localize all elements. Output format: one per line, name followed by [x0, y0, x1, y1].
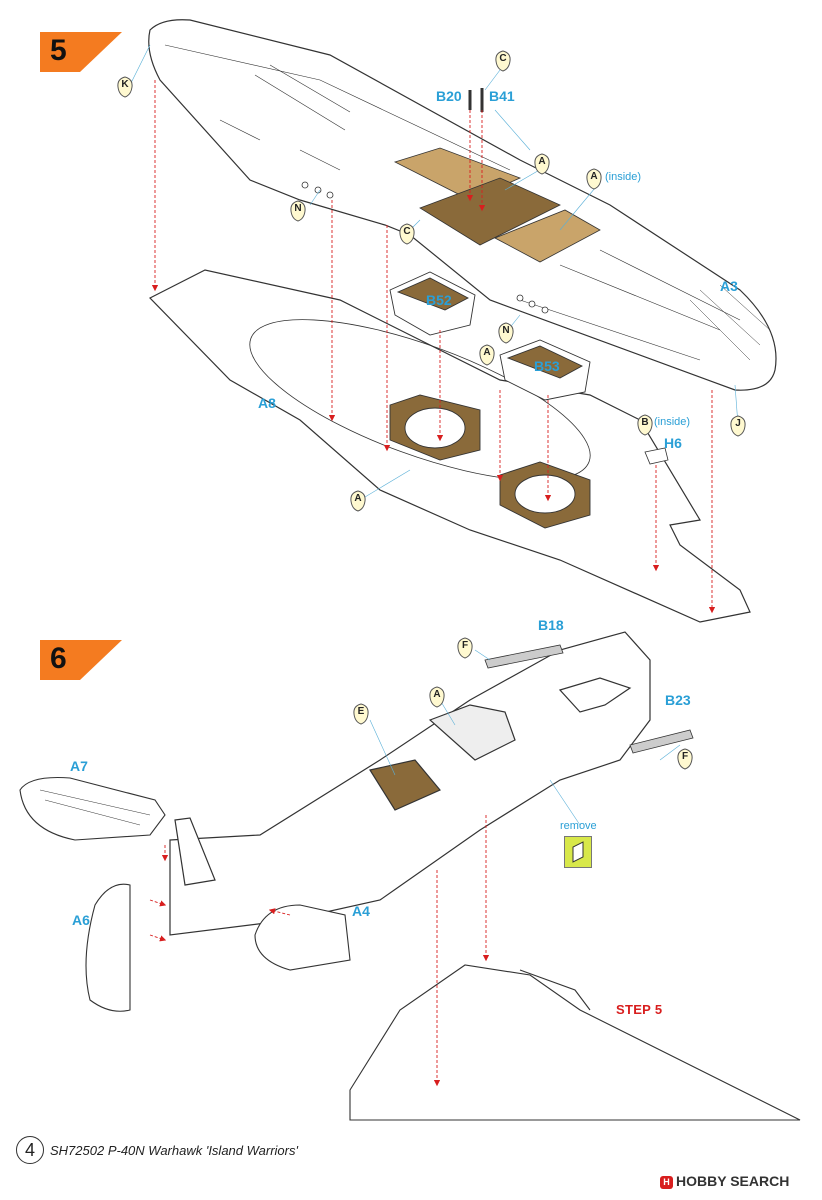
part-label-b53: B53 — [534, 358, 560, 374]
paint-code: A — [354, 493, 362, 504]
cut-mark-icon — [572, 841, 584, 863]
paint-callout-icon: F — [456, 637, 474, 659]
inside-note: (inside) — [605, 171, 642, 183]
paint-callout-icon: K — [116, 76, 134, 98]
part-label-b52: B52 — [426, 292, 452, 308]
paint-code: J — [735, 418, 741, 429]
step-badge-shape — [40, 640, 122, 680]
remove-note: remove — [560, 820, 597, 832]
part-label-b20: B20 — [436, 88, 462, 104]
paint-code: B — [641, 417, 649, 428]
paint-code: A — [538, 156, 546, 167]
inside-note: (inside) — [654, 416, 691, 428]
paint-code: C — [403, 226, 411, 237]
horizontal-stabilizer-a7 — [19, 776, 166, 841]
exhaust-parts — [484, 644, 694, 754]
hobby-search-logo-icon: H — [660, 1176, 673, 1189]
paint-code: N — [502, 325, 510, 336]
horizontal-stabilizer-a4 — [254, 904, 351, 971]
watermark-text: HOBBY SEARCH — [676, 1173, 790, 1189]
wheel-well-parts — [389, 271, 591, 529]
paint-callout-icon: N — [497, 322, 515, 344]
step-badge-shape — [40, 32, 122, 72]
part-label-a8: A8 — [258, 395, 276, 411]
step-number: 5 — [50, 34, 67, 67]
paint-code: N — [294, 203, 302, 214]
paint-code: F — [681, 751, 689, 762]
part-label-a7: A7 — [70, 758, 88, 774]
step-6-badge: 6 — [40, 640, 122, 680]
paint-code: A — [590, 171, 598, 182]
lower-wing-step6 — [349, 964, 801, 1121]
leader-lines-step6 — [369, 649, 681, 826]
part-label-a6: A6 — [72, 912, 90, 928]
paint-callout-icon: F — [676, 748, 694, 770]
step-5-badge: 5 — [40, 32, 122, 72]
paint-callout-icon: A — [428, 686, 446, 708]
assembly-arrows-step6 — [149, 815, 490, 1087]
part-label-h6: H6 — [664, 435, 682, 451]
paint-callout-icon: A — [585, 168, 603, 190]
step-number: 6 — [50, 642, 67, 675]
part-label-b23: B23 — [665, 692, 691, 708]
part-label-b41: B41 — [489, 88, 515, 104]
paint-code: F — [461, 640, 469, 651]
gun-parts-step5 — [301, 88, 669, 465]
paint-callout-icon: A — [478, 344, 496, 366]
assembly-arrows-step5 — [151, 80, 716, 614]
kit-title: SH72502 P-40N Warhawk 'Island Warriors' — [50, 1143, 298, 1158]
fuselage-part — [169, 631, 651, 936]
step-reference: STEP 5 — [616, 1002, 663, 1017]
paint-callout-icon: B — [636, 414, 654, 436]
paint-code: A — [483, 347, 491, 358]
paint-code: K — [121, 79, 129, 90]
remove-cut-icon — [564, 836, 592, 868]
paint-callout-icon: C — [398, 223, 416, 245]
part-label-a4: A4 — [352, 903, 370, 919]
paint-callout-icon: N — [289, 200, 307, 222]
paint-callout-icon: A — [349, 490, 367, 512]
part-label-a3: A3 — [720, 278, 738, 294]
part-label-b18: B18 — [538, 617, 564, 633]
horizontal-stabilizer-a6 — [85, 883, 131, 1012]
paint-callout-icon: E — [352, 703, 370, 725]
paint-callout-icon: J — [729, 415, 747, 437]
paint-code: E — [357, 706, 365, 717]
page-number: 4 — [16, 1136, 44, 1164]
paint-callout-icon: A — [533, 153, 551, 175]
upper-wing-cockpit-floor — [393, 147, 601, 263]
paint-callout-icon: C — [494, 50, 512, 72]
paint-code: C — [499, 53, 507, 64]
paint-code: A — [433, 689, 441, 700]
